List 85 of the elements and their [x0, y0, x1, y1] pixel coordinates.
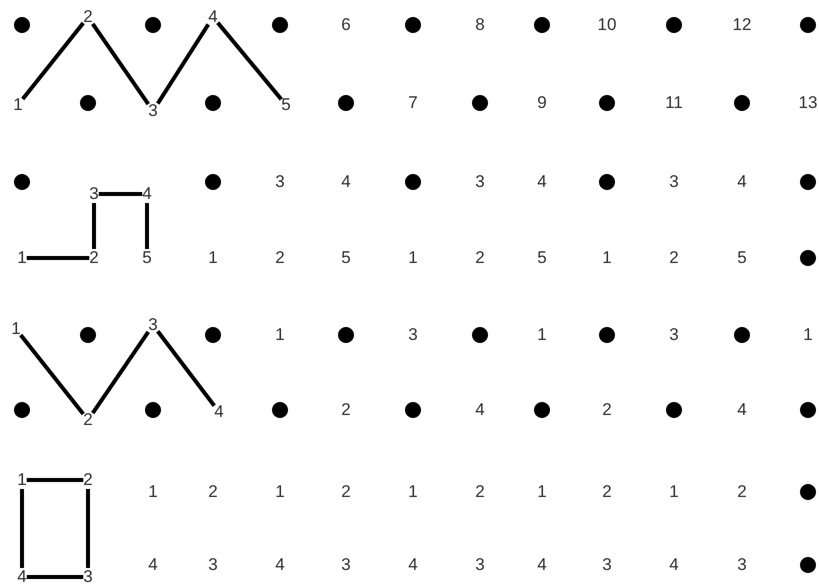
grid-number: 8	[475, 16, 485, 34]
grid-number: 2	[669, 249, 679, 267]
point-number: 4	[17, 568, 27, 585]
connector-line	[26, 575, 84, 579]
grid-number: 4	[341, 173, 351, 191]
grid-number: 3	[669, 326, 679, 344]
grid-number: 3	[669, 173, 679, 191]
grid-number: 2	[341, 401, 351, 419]
grid-number: 12	[732, 16, 752, 34]
grid-number: 1	[669, 483, 679, 501]
grid-number: 4	[408, 556, 418, 574]
grid-number: 1	[275, 326, 285, 344]
grid-number: 4	[537, 173, 547, 191]
grid-number: 4	[669, 556, 679, 574]
connector-line	[216, 21, 283, 101]
connector-line	[26, 256, 90, 260]
grid-number: 3	[341, 556, 351, 574]
grid-number: 4	[537, 556, 547, 574]
grid-number: 3	[602, 556, 612, 574]
grid-number: 3	[475, 556, 485, 574]
connector-line	[26, 478, 84, 482]
grid-number: 5	[737, 249, 747, 267]
point-number: 2	[83, 411, 93, 429]
grid-number: 1	[148, 483, 158, 501]
grid-number: 1	[408, 249, 418, 267]
grid-number: 11	[665, 94, 683, 112]
connector-line	[92, 203, 96, 249]
grid-number: 13	[798, 94, 818, 112]
point-number: 1	[17, 249, 27, 267]
grid-number: 2	[275, 249, 285, 267]
connector-line	[145, 203, 149, 249]
point-number: 5	[142, 249, 152, 267]
grid-number: 3	[475, 173, 485, 191]
grid-number: 3	[408, 326, 418, 344]
grid-number: 3	[737, 556, 747, 574]
connector-line	[91, 330, 150, 414]
grid-number: 2	[602, 483, 612, 501]
connector-line	[86, 489, 90, 568]
point-number: 3	[89, 185, 99, 203]
point-number: 3	[148, 316, 158, 334]
grid-number: 2	[602, 401, 612, 419]
connector-line	[91, 22, 150, 106]
grid-number: 4	[737, 173, 747, 191]
grid-number: 2	[341, 483, 351, 501]
grid-number: 1	[602, 249, 612, 267]
grid-number: 10	[598, 16, 616, 34]
grid-number: 5	[341, 249, 351, 267]
point-number: 2	[83, 8, 93, 26]
connector-line	[98, 192, 142, 196]
grid-number: 1	[208, 249, 218, 267]
point-number: 1	[11, 320, 21, 338]
grid-number: 4	[475, 401, 485, 419]
grid-number: 1	[537, 483, 547, 501]
grid-number: 1	[408, 483, 418, 501]
point-number: 4	[208, 8, 218, 26]
point-number: 4	[142, 185, 152, 203]
connector-line	[156, 330, 216, 407]
grid-number: 1	[803, 326, 813, 344]
grid-number: 5	[537, 249, 547, 267]
grid-number: 4	[737, 401, 747, 419]
grid-number: 2	[475, 249, 485, 267]
grid-number: 2	[737, 483, 747, 501]
point-number: 3	[83, 568, 93, 585]
point-number: 1	[13, 96, 23, 114]
connector-line	[156, 23, 210, 105]
point-number: 5	[281, 96, 291, 114]
point-number: 2	[83, 471, 93, 489]
connector-line	[20, 489, 24, 568]
connector-line	[19, 334, 85, 416]
grid-number: 2	[208, 483, 218, 501]
point-number: 1	[17, 471, 27, 489]
grid-number: 1	[275, 483, 285, 501]
grid-number: 4	[148, 556, 158, 574]
grid-number: 4	[275, 556, 285, 574]
grid-number: 6	[341, 16, 351, 34]
connector-line	[21, 22, 85, 100]
grid-number: 9	[537, 94, 547, 112]
grid-number: 2	[475, 483, 485, 501]
grid-number: 7	[408, 94, 418, 112]
point-number: 2	[89, 249, 99, 267]
point-number: 3	[148, 102, 158, 120]
grid-number: 3	[208, 556, 218, 574]
grid-number: 1	[537, 326, 547, 344]
point-number: 4	[214, 403, 224, 421]
grid-number: 3	[275, 173, 285, 191]
